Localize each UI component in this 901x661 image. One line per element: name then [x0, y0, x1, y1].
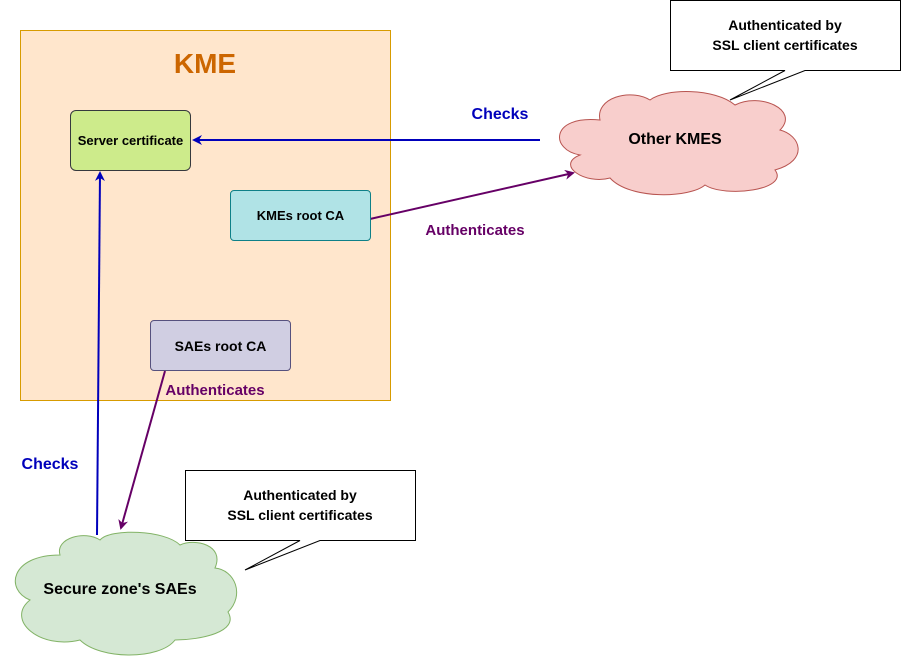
- callout-bottom-text: Authenticated by SSL client certificates: [185, 485, 415, 525]
- other-kmes-cloud: [559, 91, 799, 196]
- authenticates-label-right: Authenticates: [425, 222, 525, 239]
- callout-top-line1: Authenticated by: [728, 17, 842, 33]
- callout-bottom-shape: [185, 470, 416, 571]
- checks-label-left: Checks: [21, 456, 79, 473]
- callout-bottom-line2: SSL client certificates: [227, 507, 373, 523]
- callout-top-line2: SSL client certificates: [712, 37, 858, 53]
- secure-zone-saes-label: Secure zone's SAEs: [43, 581, 197, 598]
- kme-title: KME: [173, 48, 237, 79]
- checks-label-top: Checks: [471, 106, 529, 123]
- saes-root-ca-box: SAEs root CA: [150, 320, 291, 371]
- secure-zone-cloud: [14, 531, 238, 656]
- server-certificate-box: Server certificate: [70, 110, 191, 171]
- authenticates-arrow-left: [118, 370, 166, 530]
- callout-top-text: Authenticated by SSL client certificates: [670, 15, 900, 55]
- callout-bottom-line1: Authenticated by: [243, 487, 357, 503]
- authenticates-label-left: Authenticates: [165, 382, 265, 399]
- other-kmes-label: Other KMES: [628, 131, 722, 148]
- checks-arrow-left: [94, 171, 105, 536]
- authenticates-arrow-right: [369, 169, 575, 220]
- kmes-root-ca-box: KMEs root CA: [230, 190, 371, 241]
